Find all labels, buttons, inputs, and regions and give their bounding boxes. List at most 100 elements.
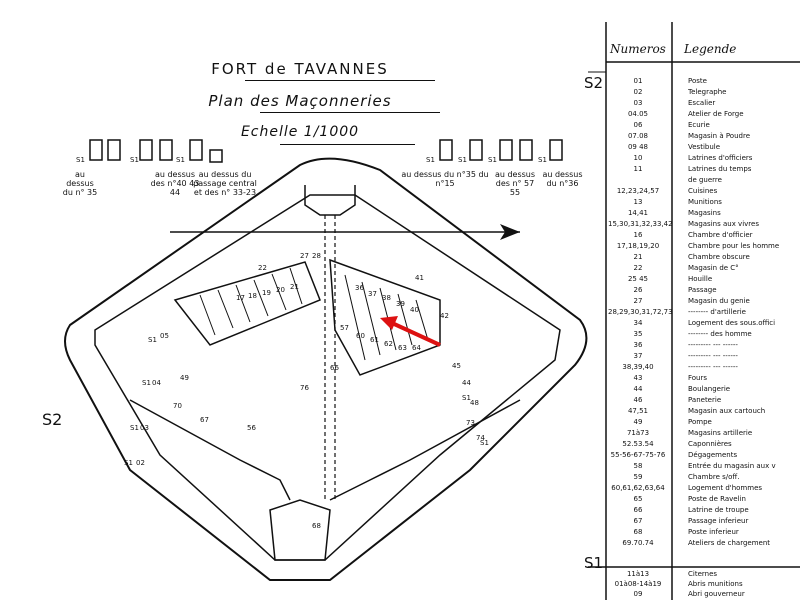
legend-text: de guerre xyxy=(688,176,722,184)
legend-number: 68 xyxy=(633,528,643,536)
svg-text:S1: S1 xyxy=(458,156,467,164)
legend-row: 28,29,30,31,72,73-------- d'artillerie xyxy=(588,308,800,317)
svg-text:S1: S1 xyxy=(426,156,435,164)
legend-text: Passage inferieur xyxy=(688,517,749,525)
legend-row: 01 Poste xyxy=(588,77,800,86)
svg-text:68: 68 xyxy=(312,522,321,530)
svg-text:S1: S1 xyxy=(488,156,497,164)
legend-text: Latrine de troupe xyxy=(688,506,749,514)
section-s1: S1 xyxy=(584,554,604,572)
north-tower xyxy=(304,185,356,216)
south-ravelin xyxy=(269,499,331,561)
legend-text: Poste xyxy=(688,77,707,85)
legend-text: Logement des sous.offici xyxy=(688,319,776,327)
legend-text: --------- --- ------ xyxy=(688,352,738,360)
legend-number: 59 xyxy=(633,473,643,481)
legend-number: 01 xyxy=(633,77,643,85)
legend-number: 35 xyxy=(633,330,643,338)
legend-text: Telegraphe xyxy=(688,88,727,96)
legend-row: de guerre xyxy=(588,176,800,185)
legend-number: 44 xyxy=(633,385,643,393)
legend-row: 12,23,24,57 Cuisines xyxy=(588,187,800,196)
legend-text: Logement d'hommes xyxy=(688,484,763,492)
legend-text: --------- --- ------ xyxy=(688,341,738,349)
legend-s1-text: Citernes xyxy=(688,570,718,578)
legend-number: 12,23,24,57 xyxy=(616,187,660,195)
svg-text:40: 40 xyxy=(410,306,419,314)
svg-text:S1: S1 xyxy=(124,459,133,467)
svg-text:64: 64 xyxy=(412,344,421,352)
note-1: au dessus du n° 35 xyxy=(62,170,98,197)
svg-text:18: 18 xyxy=(248,292,257,300)
legend-number: 27 xyxy=(633,297,643,305)
legend-text: Fours xyxy=(688,374,708,382)
legend-text: Passage xyxy=(688,286,717,294)
legend-number: 13 xyxy=(633,198,643,206)
svg-text:S1: S1 xyxy=(130,156,139,164)
legend-number: 58 xyxy=(633,462,643,470)
legend-text: Poste inferieur xyxy=(688,528,739,536)
svg-text:S1: S1 xyxy=(176,156,185,164)
svg-text:05: 05 xyxy=(160,332,169,340)
legend-number: 69.70.74 xyxy=(622,539,654,547)
legend-row: 35-------- des homme xyxy=(588,330,800,339)
legend-number: 15,30,31,32,33,42 xyxy=(608,220,673,228)
legend-number: 46 xyxy=(633,396,643,404)
svg-text:67: 67 xyxy=(200,416,209,424)
svg-text:03: 03 xyxy=(140,424,149,432)
orientation-arrow xyxy=(170,224,520,240)
legend-row: 38,39,40--------- --- ------ xyxy=(588,363,800,372)
legend-text: Cuisines xyxy=(688,187,718,195)
svg-text:42: 42 xyxy=(440,312,449,320)
note-4: au dessus du n°35 du n°15 xyxy=(401,170,489,188)
legend-number: 10 xyxy=(633,154,643,162)
svg-text:73: 73 xyxy=(466,419,475,427)
svg-text:28: 28 xyxy=(312,252,321,260)
legend-row: 58 Entrée du magasin aux v xyxy=(588,462,800,471)
legend-text: Entrée du magasin aux v xyxy=(688,462,776,470)
legend-number: 34 xyxy=(633,319,643,327)
legend-number: 65 xyxy=(633,495,643,503)
legend-text: Magasin du genie xyxy=(688,297,750,305)
legend-row: 27 Magasin du genie xyxy=(588,297,800,306)
svg-text:39: 39 xyxy=(396,300,405,308)
legend-number: 26 xyxy=(633,286,643,294)
legend-text: -------- d'artillerie xyxy=(688,308,746,316)
east-casemates xyxy=(329,258,441,376)
red-arrow xyxy=(380,316,441,347)
svg-text:27: 27 xyxy=(300,252,309,260)
legend-row: 68 Poste inferieur xyxy=(588,528,800,537)
svg-text:21: 21 xyxy=(290,283,299,291)
svg-text:44: 44 xyxy=(462,379,471,387)
legend-text: Houille xyxy=(688,275,713,283)
legend-number: 22 xyxy=(633,264,643,272)
svg-text:S1: S1 xyxy=(130,424,139,432)
legend-text: Atelier de Forge xyxy=(688,110,744,118)
west-gallery xyxy=(129,399,291,501)
legend-number: 21 xyxy=(633,253,643,261)
legend-number: 55-56-67-75-76 xyxy=(610,451,666,459)
legend-number: 04.05 xyxy=(627,110,649,118)
legend-text: Pompe xyxy=(688,418,712,426)
col-numeros-header: Numeros xyxy=(610,42,666,56)
legend-text: Magasin à Poudre xyxy=(688,132,750,140)
svg-text:S1: S1 xyxy=(462,394,471,402)
section-s2-label: S2 xyxy=(42,410,63,429)
